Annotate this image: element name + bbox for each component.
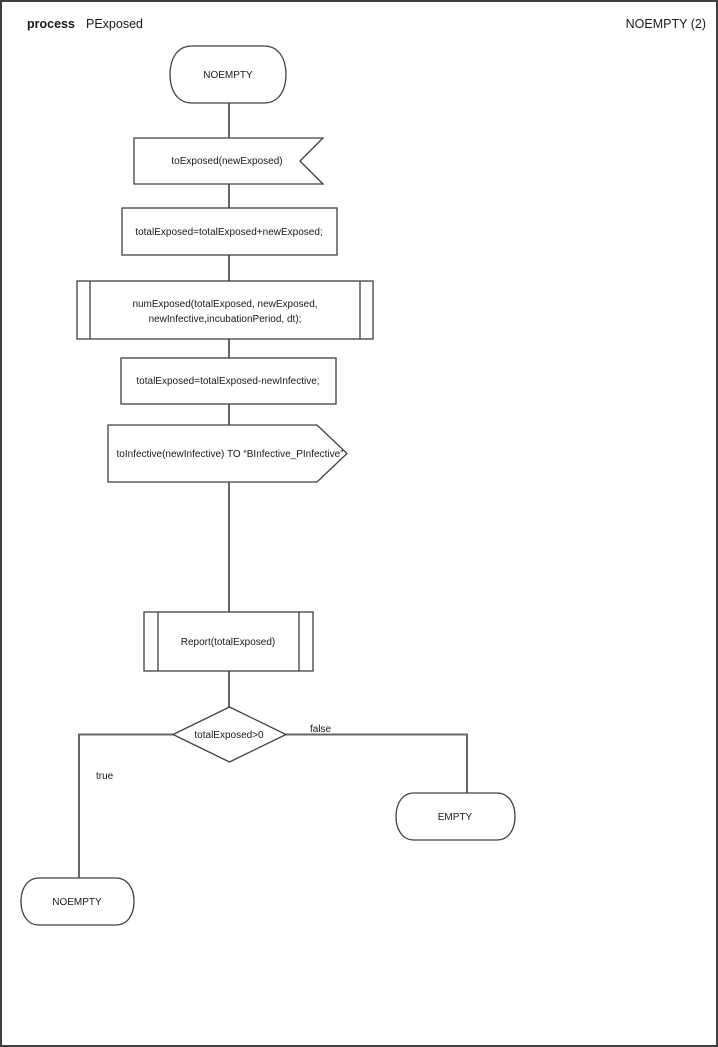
proc-num-exposed-line2: newInfective,incubationPeriod, dt); [149,314,302,325]
edge-true-line [78,733,173,878]
task-add-label: totalExposed=totalExposed+newExposed; [135,227,322,238]
procedure-inner-lines [89,281,361,339]
node-start-state: NOEMPTY [169,45,287,104]
start-state-label: NOEMPTY [203,70,253,81]
noempty-state-label: NOEMPTY [52,897,102,908]
proc-report-label: Report(totalExposed) [181,637,276,648]
procedure-symbol [143,611,314,672]
proc-num-exposed-line1: numExposed(totalExposed, newExposed, [132,299,317,310]
state-symbol [169,45,287,104]
node-proc-num-exposed: numExposed(totalExposed, newExposed, new… [76,280,374,340]
procedure-symbol [76,280,374,340]
node-empty-state: EMPTY [395,792,516,841]
node-task-add: totalExposed=totalExposed+newExposed; [121,207,338,256]
header-doc-type: process [27,17,75,31]
node-decision: totalExposed>0 [171,706,288,763]
state-symbol [20,877,135,926]
procedure-inner-lines [157,612,300,671]
decision-label: totalExposed>0 [194,730,264,741]
decision-symbol [171,706,288,763]
task-subtract-label: totalExposed=totalExposed-newInfective; [136,376,319,387]
edge-false-label: false [310,724,332,735]
header-page-ref: NOEMPTY (2) [625,17,706,31]
input-signal-symbol [133,137,325,185]
node-output-signal: toInfective(newInfective) TO “BInfective… [107,424,348,483]
edge-false-line [286,733,468,793]
node-proc-report: Report(totalExposed) [143,611,314,672]
input-signal-label: toExposed(newExposed) [171,156,282,167]
edge-true-label: true [96,771,114,782]
task-symbol [121,207,338,256]
header-process-name: PExposed [86,17,143,31]
node-noempty-state: NOEMPTY [20,877,135,926]
node-task-subtract: totalExposed=totalExposed-newInfective; [120,357,337,405]
output-signal-label: toInfective(newInfective) TO “BInfective… [117,449,344,460]
node-input-signal: toExposed(newExposed) [133,137,325,185]
empty-state-label: EMPTY [438,812,473,823]
output-signal-symbol [107,424,348,483]
task-symbol [120,357,337,405]
state-symbol [395,792,516,841]
